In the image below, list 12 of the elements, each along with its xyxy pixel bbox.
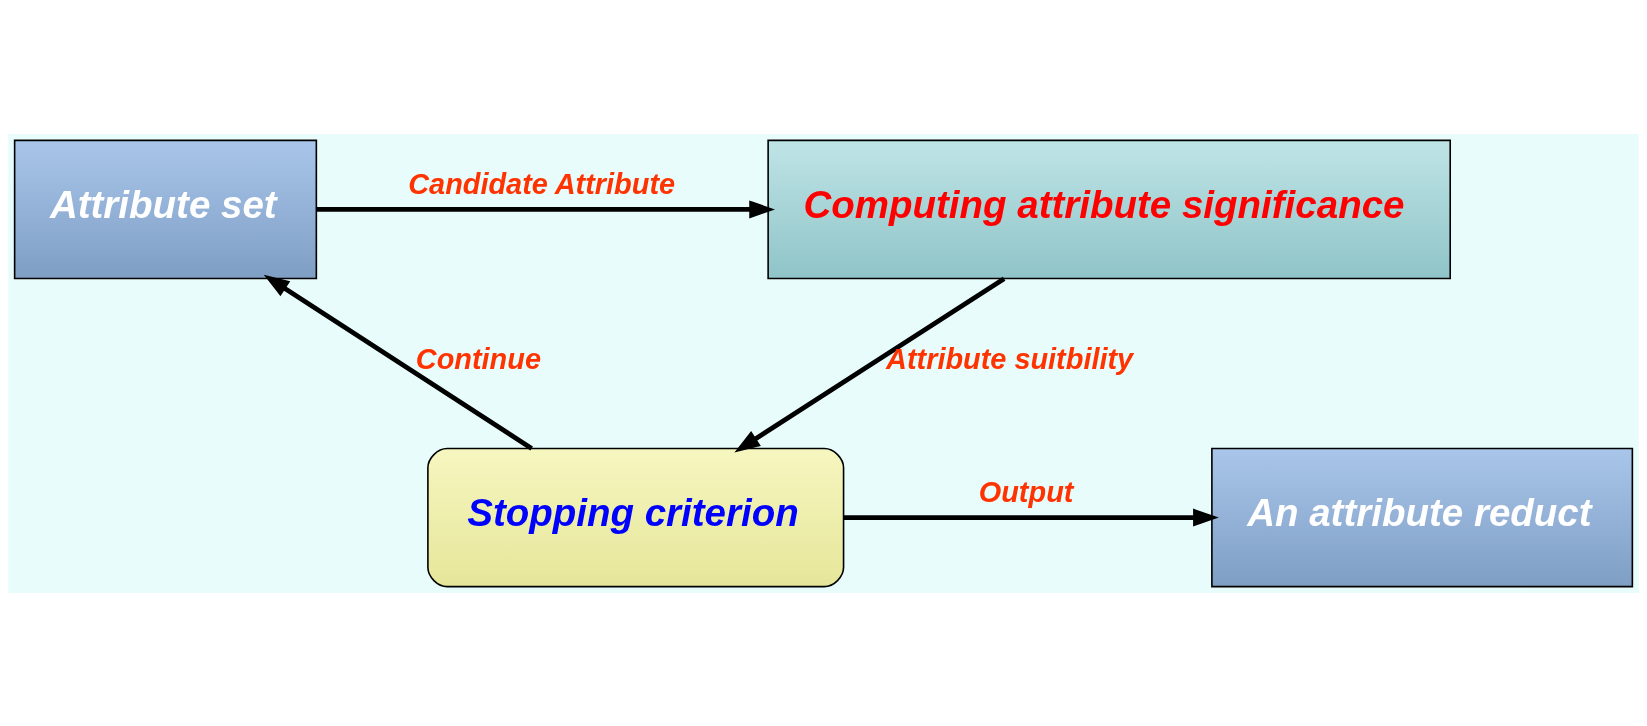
edge-label: Candidate Attribute [408,167,676,200]
arrow [843,508,1219,527]
edge-label: Continue [415,342,541,375]
node-box: Computing attribute significance [767,139,1451,279]
node-box: An attribute reduct [1211,447,1634,587]
edge-label: Output [978,475,1074,508]
arrow [734,276,1006,452]
node-box: Attribute set [13,139,318,279]
node-box: Stopping criterion [427,447,845,587]
edge-label: Attribute suitbility [886,342,1134,375]
arrow [263,274,533,450]
arrow [316,199,775,218]
